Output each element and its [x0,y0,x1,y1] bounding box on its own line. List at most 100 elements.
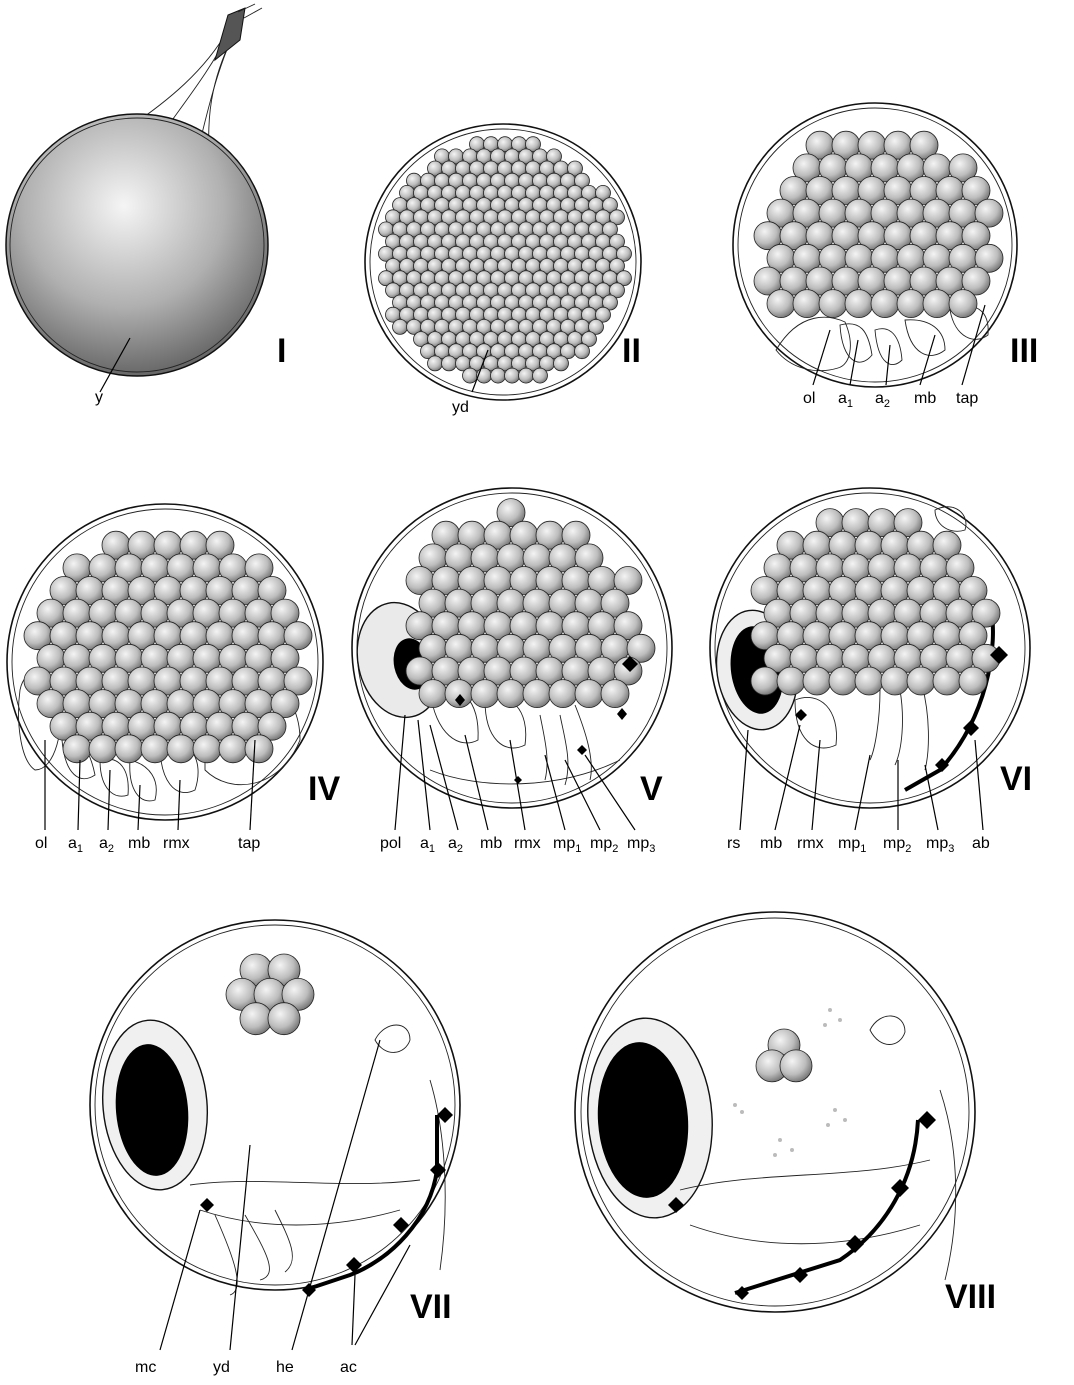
yolk-globule [491,368,506,383]
stage-VII: mc yd he ac VII [90,920,460,1376]
stage-V: pol a1 a2 mb rmx mp1 mp2 mp3 V [347,488,672,855]
yolk-globule [575,680,603,708]
label-ol: ol [803,390,815,407]
yolk-globule [519,368,534,383]
stage-III: ol a1 a2 mb tap III [733,103,1038,410]
yolk-globule [819,290,847,318]
yolk-globule [871,290,899,318]
yolk-globule [897,290,925,318]
label-ab: ab [972,835,990,852]
yolk-globule [240,1003,272,1035]
stage-label-I: I [277,332,286,370]
yolk-globules [751,509,1000,695]
label-mp2: mp2 [590,835,618,855]
yolk-droplets [756,1029,812,1082]
yolk-globule [63,735,91,763]
label-yd: yd [213,1359,230,1376]
yolk-globule [419,680,447,708]
stage-II: yd II [365,124,641,416]
yolk-globule [907,667,935,695]
yolk-globule [780,1050,812,1082]
stage-label-VIII: VIII [945,1278,996,1316]
label-rmx: rmx [514,835,541,852]
yolk-globule [245,735,273,763]
label-tap: tap [956,390,978,407]
stage-label-V: V [640,770,663,808]
yolk-globule [601,680,629,708]
label-a1: a1 [68,835,83,855]
egg-sphere [6,114,268,376]
label-a2: a2 [875,390,890,410]
label-a2: a2 [99,835,114,855]
yolk-globule [497,680,525,708]
label-pol: pol [380,835,401,852]
yolk-globule [554,356,569,371]
label-mb: mb [480,835,502,852]
yolk-droplets [226,954,314,1035]
label-mp1: mp1 [838,835,866,855]
stage-VI: rs mb rmx mp1 mp2 mp3 ab VI [709,488,1032,855]
yolk-globule [141,735,169,763]
label-a1: a1 [420,835,435,855]
stage-label-VII: VII [410,1288,452,1326]
label-rmx: rmx [797,835,824,852]
label-ol: ol [35,835,47,852]
label-mp3: mp3 [627,835,655,855]
yolk-globule [829,667,857,695]
yolk-globule [442,356,457,371]
label-mp3: mp3 [926,835,954,855]
yolk-globule [89,735,117,763]
label-tap: tap [238,835,260,852]
label-mp1: mp1 [553,835,581,855]
stage-label-IV: IV [308,770,340,808]
yolk-globule [393,319,408,334]
yolk-globule [575,344,590,359]
stage-label-II: II [622,332,641,370]
label-ac: ac [340,1359,357,1376]
heart-tube [305,1115,437,1290]
label-mc: mc [135,1359,156,1376]
stage-I: y I [6,4,286,406]
heart-tube [735,1120,918,1293]
label-mb: mb [914,390,936,407]
yolk-globule [923,290,951,318]
yolk-globules [754,131,1003,317]
yolk-globule [845,290,873,318]
label-mb: mb [760,835,782,852]
yolk-globule [549,680,577,708]
stage-IV: ol a1 a2 mb rmx tap IV [7,504,340,855]
eye [96,1016,214,1194]
yolk-globule [933,667,961,695]
stage-label-VI: VI [1000,760,1032,798]
stage-VIII: VIII [575,912,996,1316]
yolk-globule [505,368,520,383]
yolk-globule [167,735,195,763]
appendage-outlines [190,1025,445,1295]
yolk-globules [406,499,655,708]
yolk-globule [767,290,795,318]
yolk-globule [471,680,499,708]
label-rs: rs [727,835,740,852]
yolk-globules [24,531,312,763]
label-mb: mb [128,835,150,852]
yolk-globule [533,368,548,383]
label-yd: yd [452,399,469,416]
yolk-globule [803,667,831,695]
label-y: y [95,389,103,406]
label-rmx: rmx [163,835,190,852]
yolk-globule [115,735,143,763]
label-a2: a2 [448,835,463,855]
yolk-droplets [379,137,632,383]
yolk-globule [855,667,883,695]
yolk-globule [463,368,478,383]
yolk-globule [428,356,443,371]
yolk-globule [881,667,909,695]
yolk-globule [268,1003,300,1035]
label-mp2: mp2 [883,835,911,855]
stage-label-III: III [1010,332,1038,370]
eye [581,1014,719,1222]
yolk-globule [777,667,805,695]
yolk-globule [193,735,221,763]
